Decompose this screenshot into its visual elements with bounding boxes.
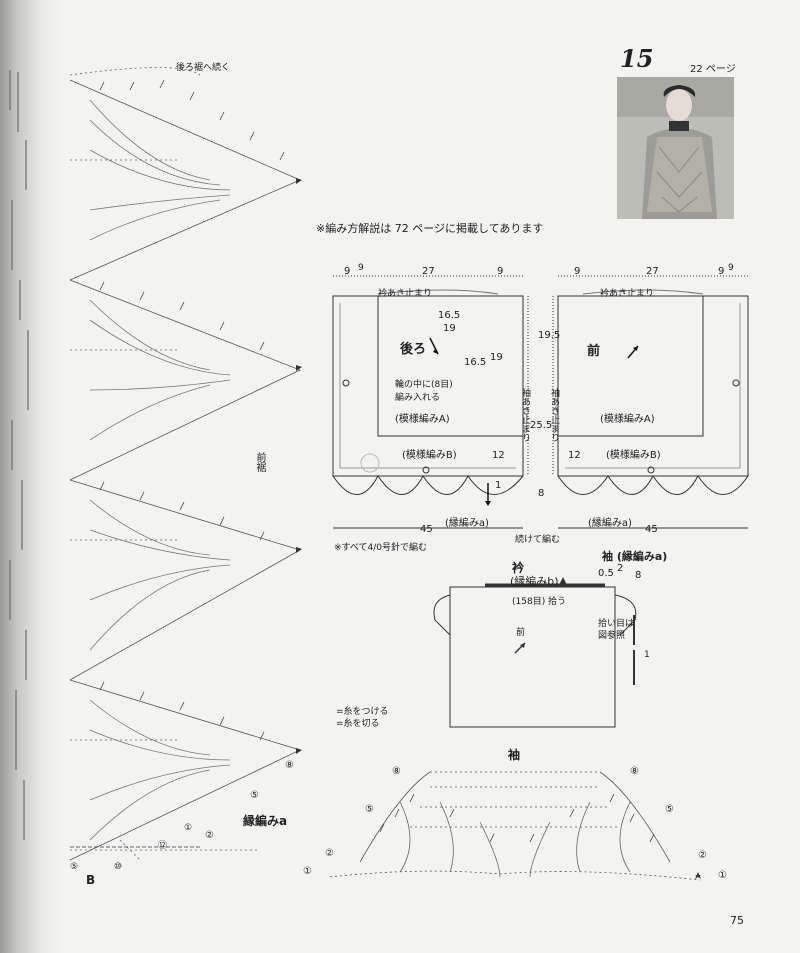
edge-pattern-a-label: 縁編みa (243, 814, 288, 828)
sleeve-dim: 0.5 (598, 568, 614, 579)
front-dim-9: 9 (574, 266, 581, 277)
collar-front: 前 (516, 628, 526, 638)
front-pattern-b: (模様編みB) (606, 450, 661, 461)
sleeve-row-1-right: ① (718, 870, 727, 881)
sleeve-row-1-left: ① (303, 866, 312, 877)
back-ring2: 編み入れる (395, 393, 441, 403)
row-num-2: ② (205, 830, 214, 841)
front-neck-opening: 衿あき止まり (600, 289, 655, 299)
continue-to-back-hem: 後ろ裾へ続く (176, 63, 231, 73)
back-ring: 輪の中に(8目) (395, 380, 453, 390)
sleeve-row-5-right: ⑤ (665, 804, 674, 815)
page-number: 75 (730, 914, 744, 927)
legend-cut: =糸を切る (336, 719, 380, 729)
back-dim-9: 9 (344, 266, 351, 277)
row-num-1: ① (184, 823, 193, 833)
model-photo (617, 77, 734, 219)
row-num-5b: ⑤ (70, 862, 79, 872)
instructions-note: ※編み方解説は 72 ページに掲載してあります (316, 222, 544, 235)
back-title: 後ろ (400, 342, 427, 357)
B-label: B (86, 873, 96, 887)
back-small-1: 1 (495, 480, 502, 491)
back-pattern-b: (模様編みB) (402, 450, 457, 461)
sleeve-row-8-right: ⑧ (630, 766, 639, 777)
front-side-dim-12: 12 (568, 450, 581, 461)
sleeve-rows: 2 (617, 563, 624, 574)
book-gutter (0, 0, 60, 953)
dim-25-5: 25.5 (530, 420, 553, 431)
sleeve-row-2-left: ② (325, 848, 334, 859)
back-center-w-rows: 19 (443, 323, 456, 334)
collar-subtitle: (縁編みb) (510, 575, 559, 588)
row-num-5: ⑤ (250, 790, 259, 801)
sleeve-title: 袖 (縁編みa) (602, 550, 668, 563)
back-pattern-a: (模様編みA) (395, 414, 450, 425)
row-num-8: ⑧ (285, 760, 294, 771)
sleeve-row-8-left: ⑧ (392, 766, 401, 777)
sleeve-opening-right: 袖あき止まり (549, 388, 559, 442)
front-pattern-a: (模様編みA) (600, 414, 655, 425)
back-side: 16.5 (464, 357, 487, 368)
sleeve-chart-title: 袖 (508, 748, 521, 762)
dim-19-5: 19.5 (538, 330, 561, 341)
sleeve-row-2-right: ② (698, 850, 707, 861)
back-neck-opening: 衿あき止まり (378, 289, 433, 299)
row-num-12: ⑫ (158, 841, 168, 851)
back-side-rows: 19 (490, 352, 503, 363)
collar-pickup: (158目) 拾う (512, 597, 567, 607)
back-dim-27: 27 (422, 266, 435, 277)
dim-8: 8 (538, 488, 545, 499)
gutter-text-ghost (9, 70, 29, 840)
body-schematic (332, 275, 749, 529)
continue-knitting: 続けて編む (515, 535, 561, 545)
back-edge: (縁編みa) (445, 518, 489, 529)
back-dim-9-rows: 9 (358, 263, 364, 273)
sleeve-opening-left: 袖あき止まり (520, 388, 530, 442)
needle-note: ※すべて4/0号針で編む (334, 543, 428, 553)
hem-crochet-chart (69, 67, 302, 861)
back-dim-9b: 9 (497, 266, 504, 277)
row-num-10: ⑩ (114, 862, 123, 872)
legend-attach: =糸をつける (336, 707, 389, 717)
pattern-number: 15 (620, 44, 654, 73)
pickup-note: 拾い目は (598, 619, 635, 629)
pickup-note2: 図参照 (598, 631, 626, 641)
back-center-w: 16.5 (438, 310, 461, 321)
sleeve-crochet-chart (329, 771, 701, 881)
sleeve-row-5-left: ⑤ (365, 804, 374, 815)
front-dim-9-rows: 9 (728, 263, 734, 273)
front-edge: (縁編みa) (588, 518, 632, 529)
reference-page: 22 ページ (690, 64, 736, 75)
front-bottom-45: 45 (645, 524, 658, 535)
front-hem-label: 前裾 (254, 452, 265, 472)
front-title: 前 (587, 344, 601, 359)
front-dim-9b: 9 (718, 266, 725, 277)
front-dim-27: 27 (646, 266, 659, 277)
sleeve-one: 1 (644, 650, 650, 660)
collar-schematic (433, 577, 637, 728)
sleeve-8: 8 (635, 570, 642, 581)
collar-title: 衿 (512, 561, 525, 575)
back-bottom-45: 45 (420, 524, 433, 535)
back-side-dim-12: 12 (492, 450, 505, 461)
